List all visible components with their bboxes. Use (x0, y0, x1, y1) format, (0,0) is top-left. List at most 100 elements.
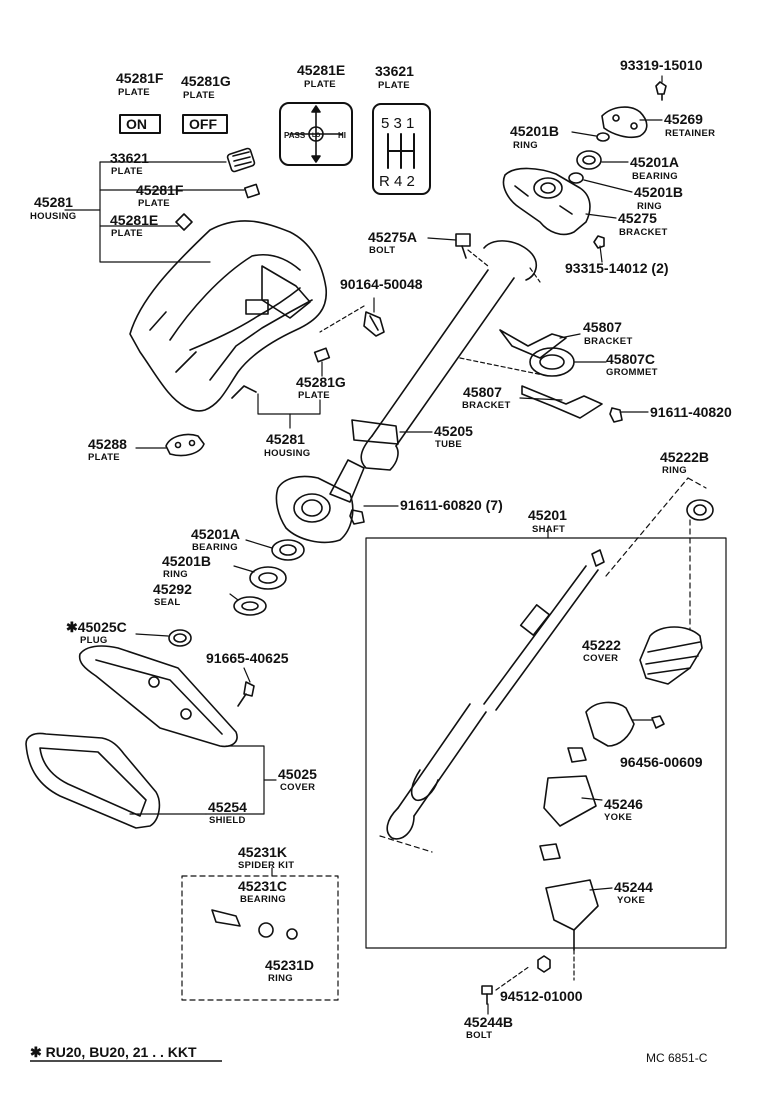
callout-name: PLATE (138, 198, 170, 209)
callout-part: 45275 (618, 210, 657, 226)
callout-name: BEARING (632, 171, 678, 182)
callout-name: HOUSING (264, 448, 310, 459)
callout-name: BOLT (369, 245, 395, 256)
shield-45254 (25, 732, 161, 829)
callout-part: 45246 (604, 796, 643, 812)
callout-part: 93319-15010 (620, 57, 703, 73)
switch-plate (279, 102, 353, 166)
boot-cover-45222 (639, 626, 703, 685)
callout-part: 45201B (510, 123, 559, 139)
callout-part: 45244B (464, 1014, 513, 1030)
callout-part: 45281E (297, 62, 345, 78)
callout-name: RING (163, 569, 188, 580)
callout-part: ✱45025C (66, 619, 127, 635)
footer-applicability-note: ✱ RU20, BU20, 21 . . KKT (30, 1044, 197, 1060)
callout-part: 33621 (110, 150, 149, 166)
callout-name: PLATE (111, 228, 143, 239)
column-housing-45281 (129, 220, 327, 412)
callout-part: 90164-50048 (340, 276, 423, 292)
callout-part: 45201 (528, 507, 567, 523)
callout-part: 45281F (136, 182, 184, 198)
callout-part: 45807 (463, 384, 502, 400)
callout-name: SHIELD (209, 815, 246, 826)
footer-figure-reference: MC 6851-C (646, 1051, 708, 1065)
callout-name: SHAFT (532, 524, 565, 535)
callout-part: 45201B (162, 553, 211, 569)
callout-name: PLATE (183, 90, 215, 101)
callout-part: 45281F (116, 70, 164, 86)
grommet-45807c (529, 347, 575, 377)
shaft-45201 (386, 549, 605, 840)
switch-hi-label: HI (338, 131, 346, 140)
callout-part: 91611-40820 (650, 404, 732, 420)
callout-part: 45201B (634, 184, 683, 200)
bracket-45807-lower (521, 385, 603, 419)
callout-part: 94512-01000 (500, 988, 583, 1004)
callout-name: PLATE (304, 79, 336, 90)
callout-part: 93315-14012 (2) (565, 260, 669, 276)
callout-part: 45222B (660, 449, 709, 465)
callout-name: TUBE (435, 439, 462, 450)
spider-kit-45231k (211, 909, 298, 940)
off-plate (182, 114, 228, 134)
callout-name: RING (662, 465, 687, 476)
bolt-90164-icon (363, 311, 385, 337)
column-tube-45205 (275, 240, 538, 544)
off-plate-label: OFF (189, 116, 217, 132)
callout-name: PLATE (88, 452, 120, 463)
callout-name: SEAL (154, 597, 181, 608)
on-plate (119, 114, 161, 134)
callout-part: 45281G (296, 374, 346, 390)
callout-name: BOLT (466, 1030, 492, 1041)
callout-part: 45231K (238, 844, 287, 860)
callout-part: 33621 (375, 63, 414, 79)
callout-part: 45201A (191, 526, 240, 542)
callout-name: PLATE (111, 166, 143, 177)
lower-bearing-ring-seal (233, 539, 305, 616)
callout-name: RETAINER (665, 128, 715, 139)
callout-part: 45288 (88, 436, 127, 452)
shift-bottom-label: R 4 2 (379, 173, 415, 190)
screw-93319-icon (655, 81, 667, 101)
callout-part: 45025 (278, 766, 317, 782)
callout-name: RING (637, 201, 662, 212)
callout-name: BRACKET (584, 336, 633, 347)
callout-part: 45201A (630, 154, 679, 170)
callout-part: 45269 (664, 111, 703, 127)
callout-part: 45231D (265, 957, 314, 973)
bearing-45201a-top (576, 150, 602, 170)
callout-name: PLATE (298, 390, 330, 401)
switch-pass-label: PASS (284, 131, 306, 140)
callout-name: RING (513, 140, 538, 151)
callout-name: HOUSING (30, 211, 76, 222)
callout-part: 45231C (238, 878, 287, 894)
callout-name: YOKE (617, 895, 645, 906)
u-joint-assembly (539, 701, 635, 951)
callout-name: BRACKET (462, 400, 511, 411)
callout-part: 45281E (110, 212, 158, 228)
bolt-45275a-icon (455, 233, 471, 259)
callout-part: 45222 (582, 637, 621, 653)
cover-45025 (78, 645, 238, 748)
callout-part: 45281 (34, 194, 73, 210)
callout-name: PLATE (118, 87, 150, 98)
callout-part: 45281 (266, 431, 305, 447)
plate-45288 (165, 433, 205, 457)
callout-name: PLATE (378, 80, 410, 91)
callout-part: 45807 (583, 319, 622, 335)
callout-name: BRACKET (619, 227, 668, 238)
callout-part: 91665-40625 (206, 650, 289, 666)
callout-name: SPIDER KIT (238, 860, 294, 871)
callout-name: BEARING (192, 542, 238, 553)
callout-name: PLUG (80, 635, 108, 646)
callout-part: 91611-60820 (7) (400, 497, 503, 513)
callout-part: 45244 (614, 879, 653, 895)
callout-name: COVER (280, 782, 315, 793)
shift-top-label: 5 3 1 (381, 115, 414, 132)
callout-name: COVER (583, 653, 618, 664)
callout-part: 45292 (153, 581, 192, 597)
on-plate-label: ON (126, 116, 147, 132)
callout-part: 45281G (181, 73, 231, 89)
callout-part: 45275A (368, 229, 417, 245)
